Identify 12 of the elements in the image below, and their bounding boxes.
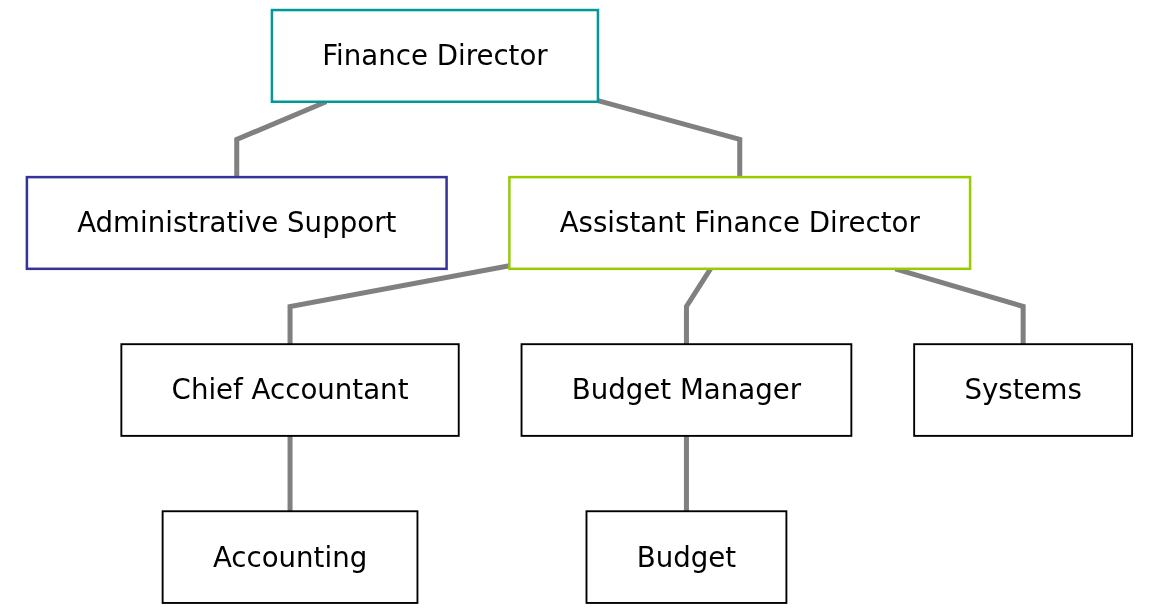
node-box: Assistant Finance Director bbox=[508, 175, 972, 271]
connector bbox=[597, 98, 743, 178]
connector bbox=[287, 435, 293, 512]
node-box: Accounting bbox=[161, 510, 419, 604]
connector bbox=[287, 263, 510, 345]
node-box: Systems bbox=[913, 343, 1134, 437]
node-box: Budget bbox=[585, 510, 788, 604]
node-box: Administrative Support bbox=[25, 175, 448, 271]
node-box: Budget Manager bbox=[520, 343, 853, 437]
connector bbox=[683, 435, 689, 512]
node-box: Finance Director bbox=[270, 8, 600, 103]
node-box: Chief Accountant bbox=[120, 343, 460, 437]
